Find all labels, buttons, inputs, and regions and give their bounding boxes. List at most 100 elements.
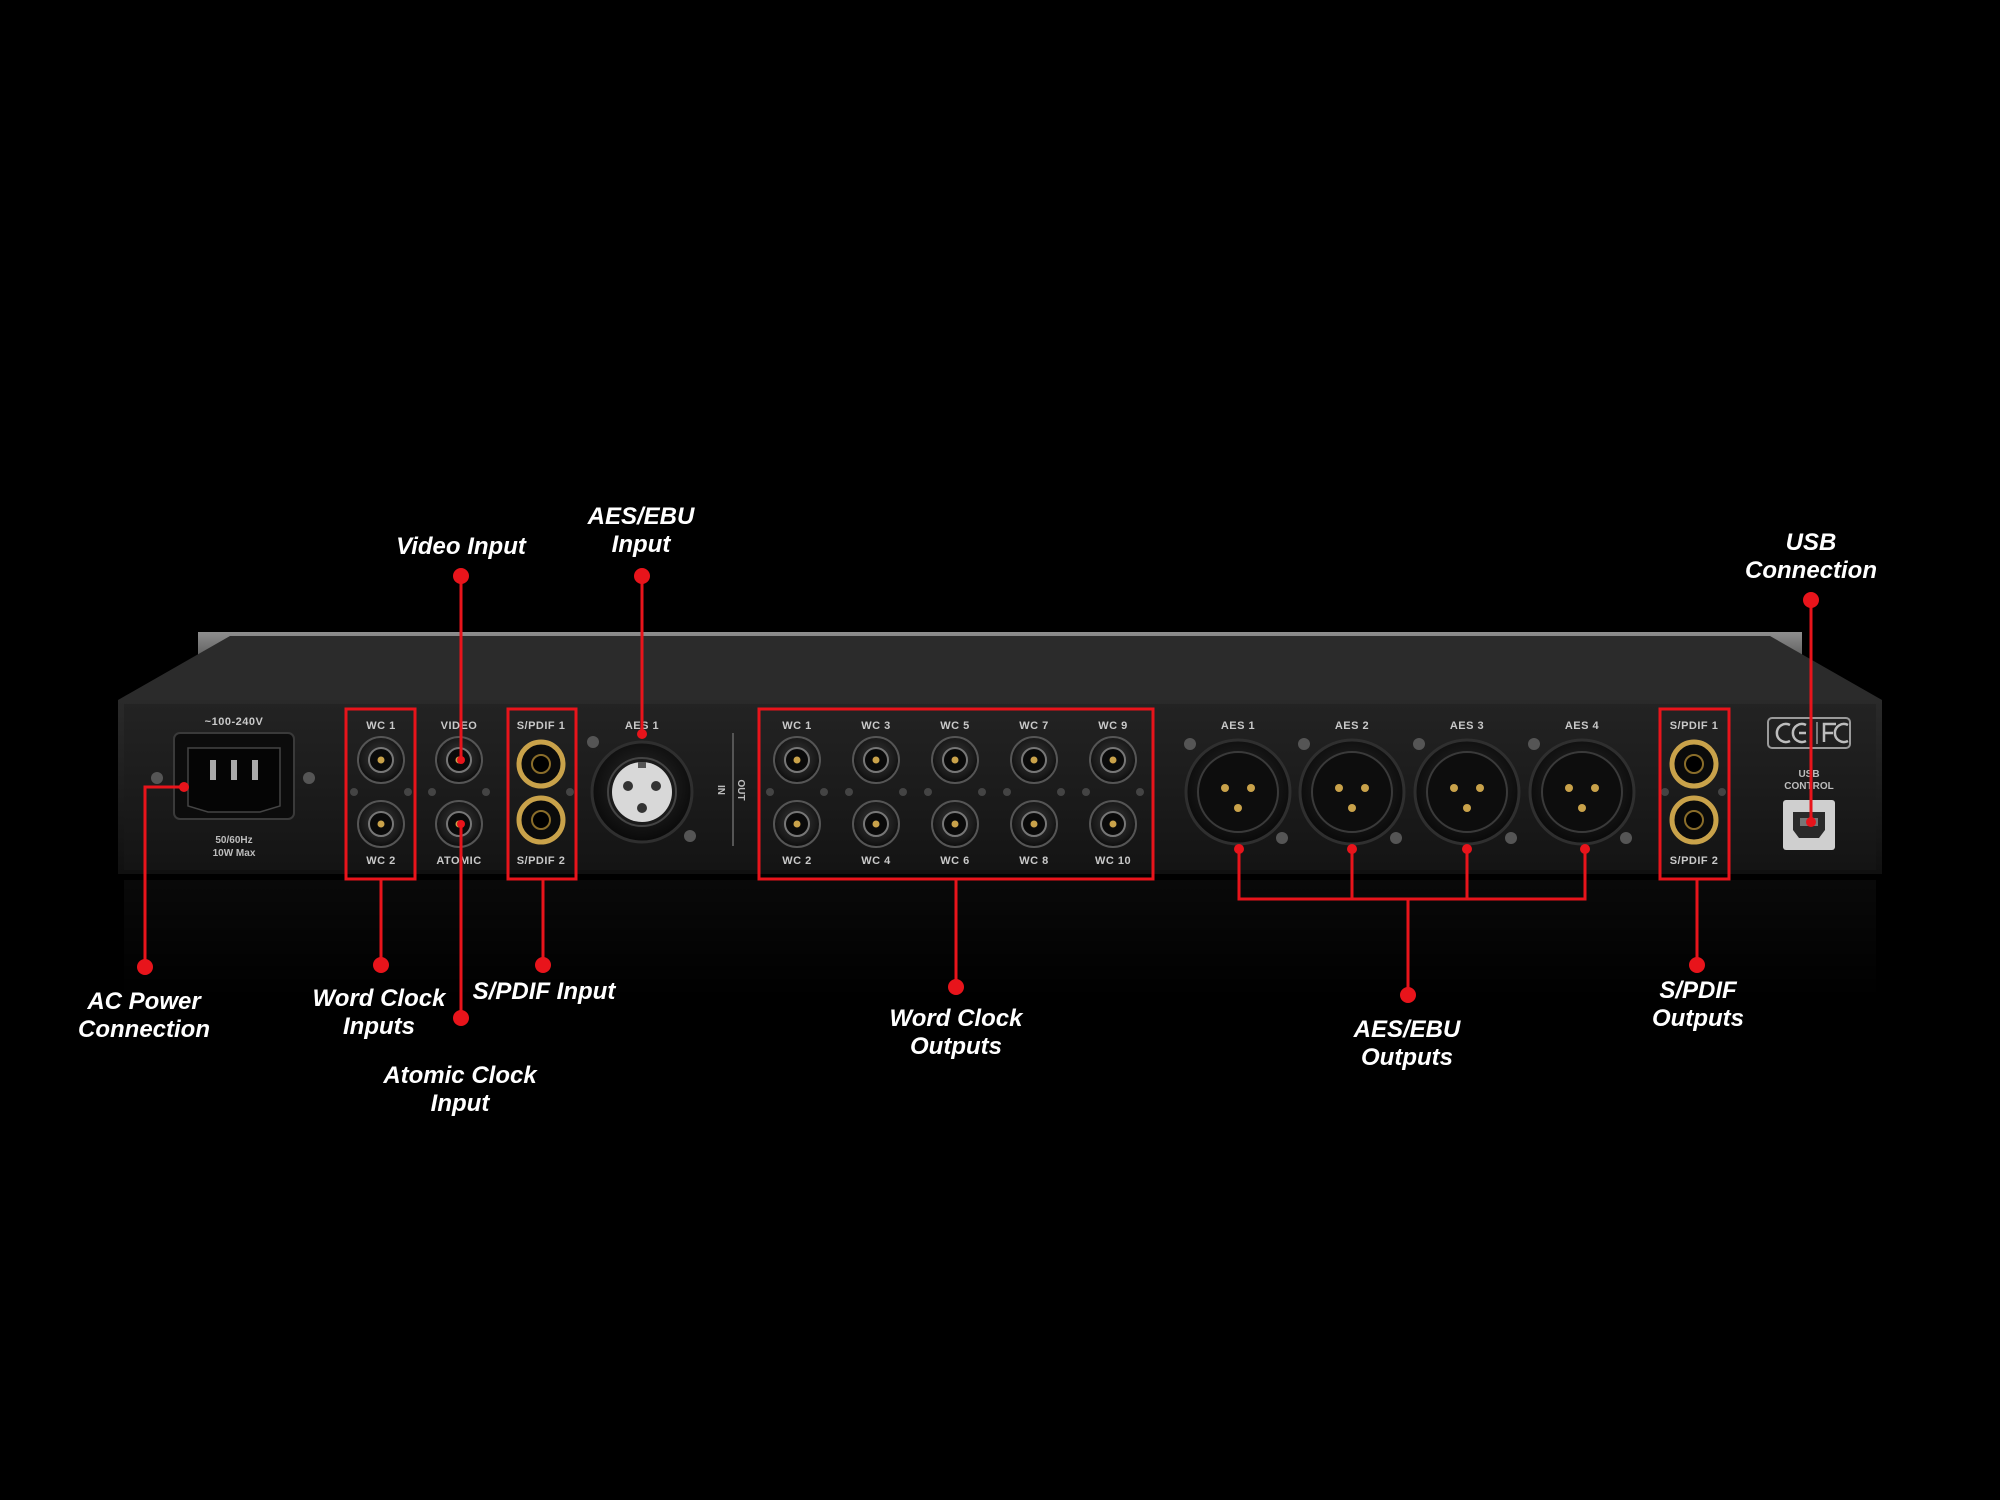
wc-out-label: WC 1	[782, 720, 812, 732]
aes-input-section: AES 1 IN OUT	[587, 720, 746, 846]
screw	[303, 772, 315, 784]
label-video-input: Video Input	[396, 533, 527, 560]
wc-out-label: WC 4	[861, 855, 891, 867]
xlr-aes-out-4[interactable]	[1528, 738, 1636, 846]
usb-label-1: USB	[1798, 769, 1819, 780]
pin	[210, 760, 216, 780]
line-aes-out-bracket	[1237, 849, 1587, 901]
aes-out-label: AES 3	[1450, 720, 1484, 732]
spdif-output-section: S/PDIF 1 S/PDIF 2	[1661, 720, 1726, 867]
screw	[1003, 788, 1011, 796]
wc1-label: WC 1	[366, 720, 396, 732]
label-wc-inputs-2: Inputs	[343, 1013, 415, 1040]
reflection	[124, 880, 1876, 1000]
screw	[1082, 788, 1090, 796]
wc-out-label: WC 7	[1019, 720, 1049, 732]
aes-out-label: AES 4	[1565, 720, 1600, 732]
bnc-wc2[interactable]	[357, 800, 405, 848]
screw	[1505, 832, 1517, 844]
spdif-out1-label: S/PDIF 1	[1670, 720, 1719, 732]
pin	[231, 760, 237, 780]
out-marker: OUT	[735, 779, 746, 800]
bnc-wc-out-4[interactable]	[852, 800, 900, 848]
highlight-spdif-outputs	[1658, 707, 1731, 881]
screw	[1136, 788, 1144, 796]
spdif-input-section: S/PDIF 1 S/PDIF 2	[516, 720, 574, 867]
aes-output-section: AES 1 AES 2 AES 3 AES 4	[1184, 720, 1636, 846]
fc-mark	[1822, 722, 1849, 744]
rca-spdif-in2[interactable]	[516, 795, 566, 845]
spdif-out2-label: S/PDIF 2	[1670, 855, 1719, 867]
label-spdif-input: S/PDIF Input	[473, 978, 617, 1005]
screw	[766, 788, 774, 796]
power-watt-label: 10W Max	[213, 848, 256, 859]
screw	[151, 772, 163, 784]
label-aes-ebu-outputs-2: Outputs	[1361, 1044, 1453, 1071]
bnc-wc-out-7[interactable]	[1010, 736, 1058, 784]
label-aes-ebu-outputs-1: AES/EBU	[1353, 1016, 1461, 1043]
rca-spdif-out2[interactable]	[1669, 795, 1719, 845]
screw	[820, 788, 828, 796]
xlr-aes-out-3[interactable]	[1413, 738, 1521, 846]
wc-out-label: WC 9	[1098, 720, 1128, 732]
callout-dots	[137, 568, 1819, 1026]
bnc-wc-out-8[interactable]	[1010, 800, 1058, 848]
xlr-aes-out-2[interactable]	[1298, 738, 1406, 846]
label-ac-power-1: AC Power	[86, 988, 202, 1015]
label-aes-ebu-input-2: Input	[612, 531, 672, 558]
power-section: ~100-240V 50/60Hz 10W Max	[151, 716, 315, 859]
wc-out-label: WC 2	[782, 855, 812, 867]
bnc-wc-out-1[interactable]	[773, 736, 821, 784]
bnc-wc-out-10[interactable]	[1089, 800, 1137, 848]
callout-lines	[143, 576, 1813, 1018]
ce-mark	[1775, 722, 1807, 744]
chassis-top-bevel	[118, 636, 1882, 700]
wc-input-section: WC 1 WC 2	[350, 720, 490, 867]
screw	[1413, 738, 1425, 750]
screw	[1528, 738, 1540, 750]
label-atomic-1: Atomic Clock	[382, 1062, 538, 1089]
wc-out-label: WC 10	[1095, 855, 1131, 867]
bnc-wc-out-6[interactable]	[931, 800, 979, 848]
rca-spdif-in1[interactable]	[516, 739, 566, 789]
aes-out-label: AES 1	[1221, 720, 1255, 732]
xlr-aes-in[interactable]	[590, 740, 694, 844]
ce-fc-marks	[1767, 717, 1851, 749]
rca-spdif-out1[interactable]	[1669, 739, 1719, 789]
label-usb-1: USB	[1786, 529, 1837, 556]
annotations: Video Input AES/EBU Input USB Connection…	[78, 503, 1877, 1117]
spdif-in2-label: S/PDIF 2	[517, 855, 566, 867]
screw	[924, 788, 932, 796]
label-wc-outputs-1: Word Clock	[890, 1005, 1025, 1032]
bnc-wc-out-2[interactable]	[773, 800, 821, 848]
bnc-wc-out-9[interactable]	[1089, 736, 1137, 784]
wc-out-label: WC 8	[1019, 855, 1049, 867]
line-ac-power	[143, 785, 184, 967]
wc-output-section: WC 1 WC 3 WC 5 WC 7 WC 9 WC 2 WC 4 WC 6 …	[766, 720, 1144, 867]
screw	[845, 788, 853, 796]
video-label: VIDEO	[441, 720, 478, 732]
bnc-wc1[interactable]	[357, 736, 405, 784]
screw	[1276, 832, 1288, 844]
screw	[1620, 832, 1632, 844]
screw	[1057, 788, 1065, 796]
usb-label-2: CONTROL	[1784, 781, 1833, 792]
label-wc-inputs-1: Word Clock	[313, 985, 448, 1012]
wc2-label: WC 2	[366, 855, 396, 867]
bnc-wc-out-5[interactable]	[931, 736, 979, 784]
spdif-in1-label: S/PDIF 1	[517, 720, 566, 732]
label-aes-ebu-input-1: AES/EBU	[587, 503, 695, 530]
wc-out-label: WC 3	[861, 720, 891, 732]
power-voltage-label: ~100-240V	[205, 716, 264, 728]
screw	[1184, 738, 1196, 750]
label-wc-outputs-2: Outputs	[910, 1033, 1002, 1060]
in-marker: IN	[715, 785, 726, 795]
xlr-aes-out-1[interactable]	[1184, 738, 1292, 846]
screw	[1390, 832, 1402, 844]
bnc-wc-out-3[interactable]	[852, 736, 900, 784]
label-atomic-2: Input	[431, 1090, 491, 1117]
wc-out-label: WC 6	[940, 855, 970, 867]
label-spdif-outputs-2: Outputs	[1652, 1005, 1744, 1032]
power-freq-label: 50/60Hz	[215, 835, 252, 846]
